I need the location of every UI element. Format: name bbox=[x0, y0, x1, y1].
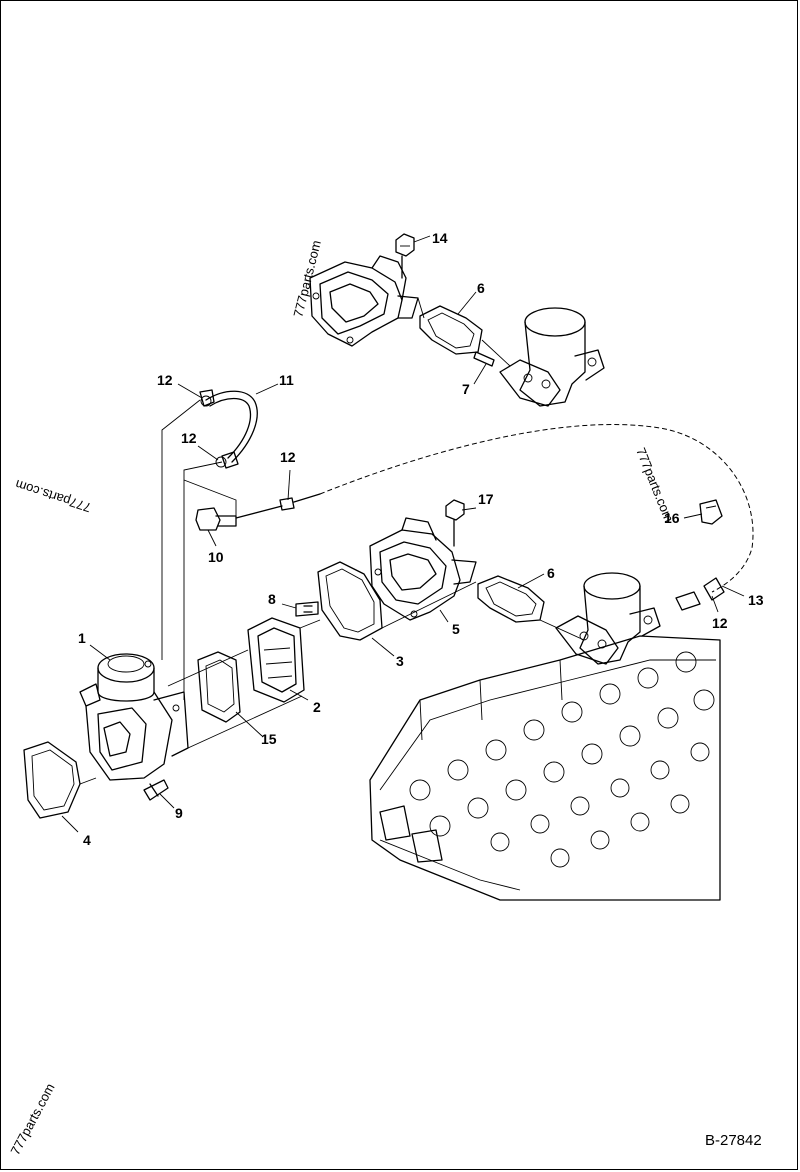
callout-12b: 12 bbox=[181, 430, 197, 446]
callout-7: 7 bbox=[462, 381, 470, 397]
callout-13: 13 bbox=[748, 592, 764, 608]
assembly-axis-lines bbox=[79, 297, 585, 785]
cable-connector-16 bbox=[699, 499, 723, 525]
reed-valve-2 bbox=[247, 617, 305, 703]
lower-thermostat-housing bbox=[555, 572, 661, 665]
breather-hose-11 bbox=[199, 389, 258, 469]
callout-17: 17 bbox=[478, 491, 494, 507]
upper-bolt-14 bbox=[395, 233, 415, 279]
cable-end-12 bbox=[675, 577, 725, 611]
reference-code: B-27842 bbox=[705, 1132, 762, 1149]
sensor-10 bbox=[195, 493, 321, 531]
sensor-cable-13 bbox=[319, 424, 754, 593]
cylinder-head bbox=[369, 635, 721, 901]
gasket-15 bbox=[197, 651, 241, 723]
callout-10: 10 bbox=[208, 549, 224, 565]
upper-thermostat-housing bbox=[499, 307, 605, 407]
callout-12c: 12 bbox=[280, 449, 296, 465]
watermark-right: 777parts.com bbox=[633, 446, 676, 525]
upper-gasket-6 bbox=[419, 305, 483, 355]
callout-9: 9 bbox=[175, 805, 183, 821]
callout-8: 8 bbox=[268, 591, 276, 607]
lower-gasket-6 bbox=[477, 575, 545, 623]
callout-3: 3 bbox=[396, 653, 404, 669]
callout-12a: 12 bbox=[157, 372, 173, 388]
upper-stud-7 bbox=[473, 351, 495, 367]
callout-16: 16 bbox=[664, 510, 680, 526]
watermark-bottom: 777parts.com bbox=[7, 1081, 57, 1158]
callout-12d: 12 bbox=[712, 615, 728, 631]
pcv-valve-1 bbox=[79, 653, 189, 781]
upper-manifold-housing bbox=[309, 255, 419, 347]
lower-manifold-housing-5 bbox=[369, 517, 477, 621]
leader-lines bbox=[61, 235, 745, 833]
callout-5: 5 bbox=[452, 621, 460, 637]
callout-labels: 1 2 3 4 5 6 6 7 8 9 10 11 12 12 12 12 13… bbox=[78, 230, 764, 848]
callout-15: 15 bbox=[261, 731, 277, 747]
callout-4: 4 bbox=[83, 832, 91, 848]
hose-clamps-12 bbox=[200, 395, 227, 468]
bolt-9 bbox=[143, 779, 169, 801]
callout-6b: 6 bbox=[547, 565, 555, 581]
lower-bolt-17 bbox=[445, 499, 465, 547]
callout-2: 2 bbox=[313, 699, 321, 715]
bolt-8 bbox=[295, 601, 319, 617]
callout-14: 14 bbox=[432, 230, 448, 246]
watermark-top: 777parts.com bbox=[290, 239, 324, 319]
watermark-left: 777parts.com bbox=[13, 477, 93, 516]
lower-gasket-3 bbox=[317, 561, 383, 641]
end-gasket-4 bbox=[23, 741, 81, 819]
callout-6a: 6 bbox=[477, 280, 485, 296]
callout-11: 11 bbox=[279, 372, 294, 388]
callout-1: 1 bbox=[78, 630, 86, 646]
